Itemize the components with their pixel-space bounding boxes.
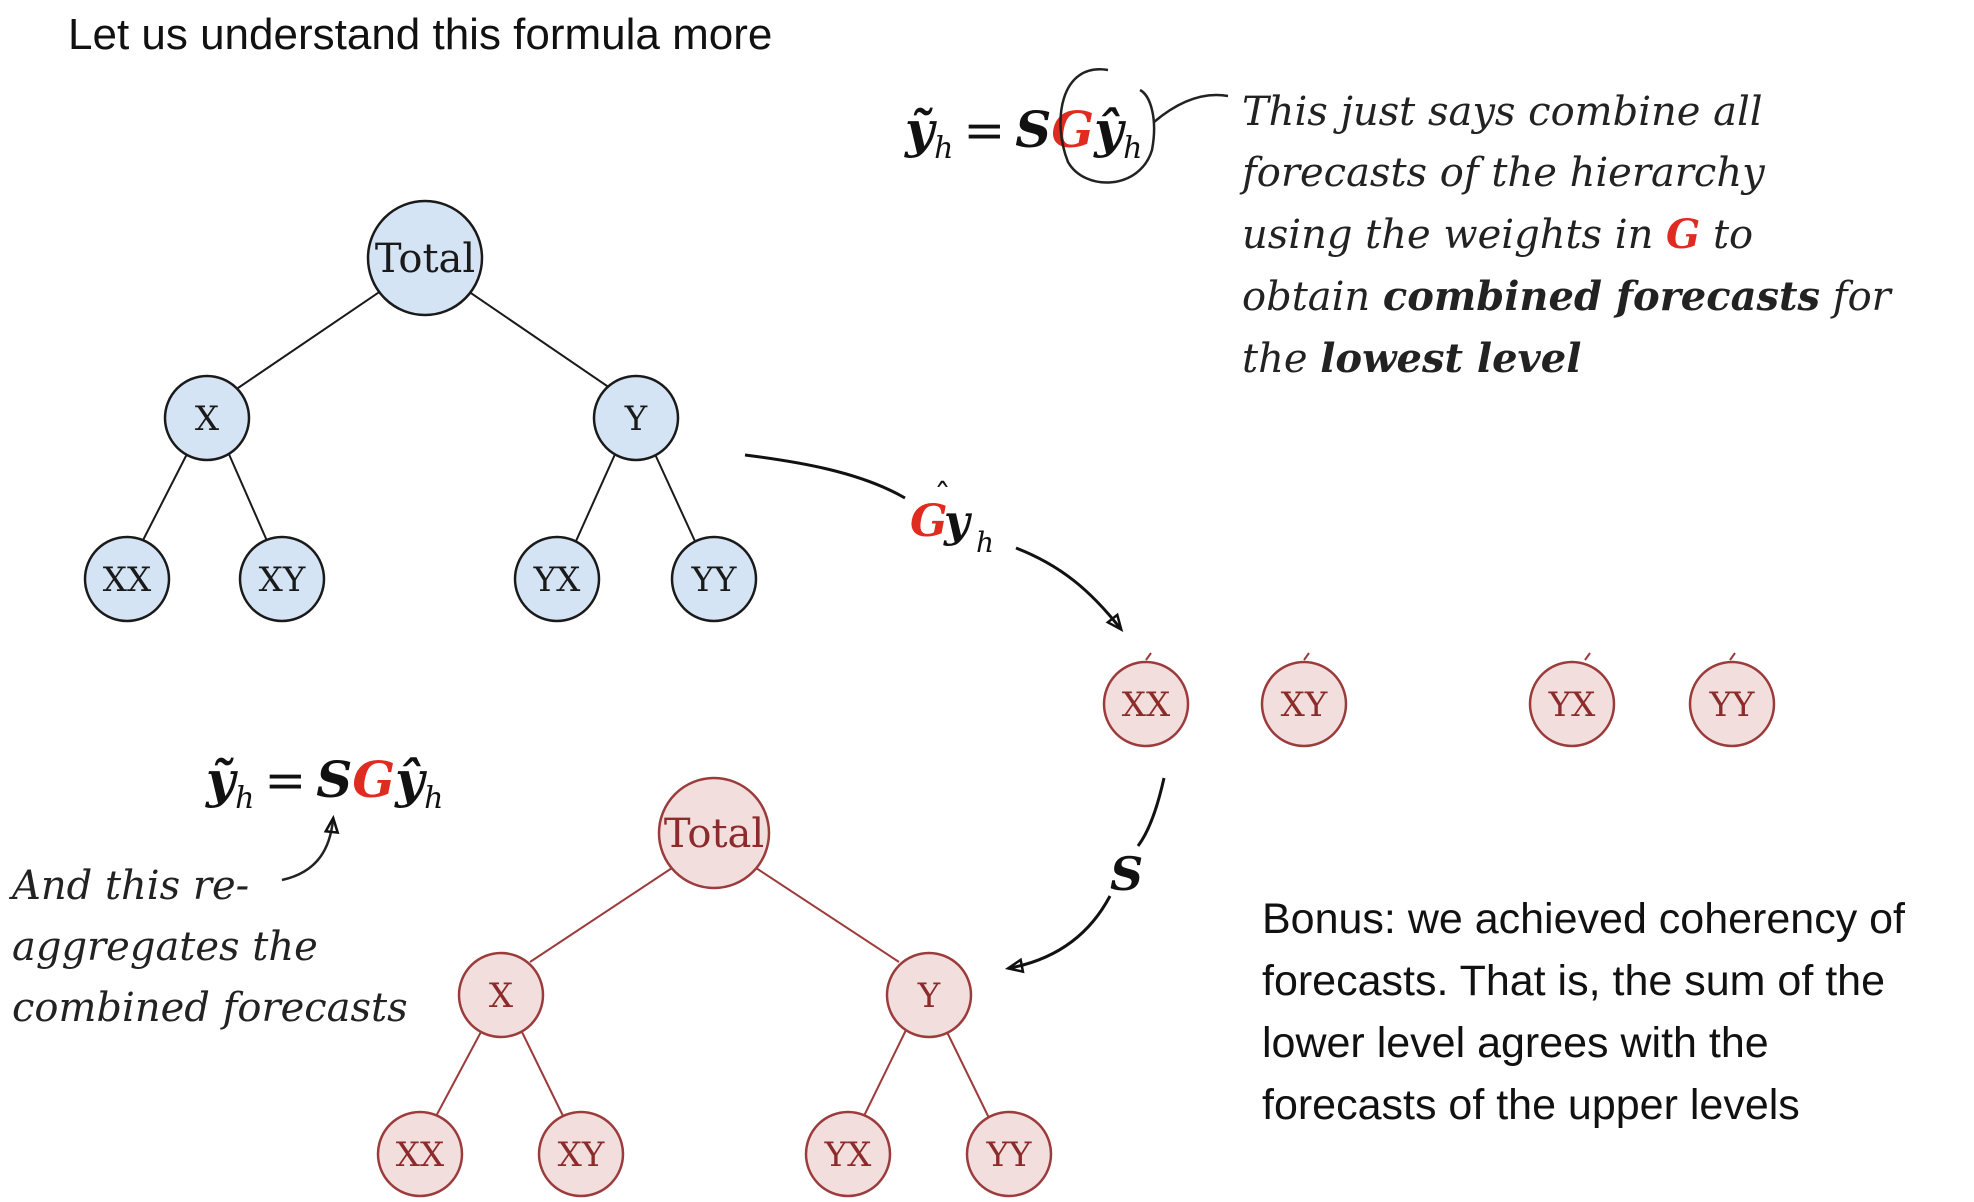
- formula-top-ytilde: ỹh: [905, 100, 954, 166]
- red-node-x: [457, 951, 545, 1039]
- slide-title: Let us understand this formula more: [68, 10, 773, 59]
- row-node-label-yx: YX: [1548, 685, 1596, 725]
- formula-bottom-g: G: [352, 750, 396, 809]
- arrow-label-sub: h: [976, 526, 994, 559]
- arrow-label-g: G: [910, 496, 948, 547]
- red-node-label-y: Y: [917, 976, 941, 1016]
- bonus-text: Bonus: we achieved coherency of forecast…: [1262, 888, 1962, 1136]
- annotation-combine-line-5: the lowest level: [1242, 335, 1582, 382]
- arrow-label-yhat: y: [943, 496, 973, 547]
- bonus-line-4: forecasts of the upper levels: [1262, 1081, 1800, 1129]
- row-node-label-xx: XX: [1122, 685, 1171, 725]
- red-node-label-total: Total: [664, 811, 764, 857]
- row-tick-xx: [1145, 652, 1152, 661]
- bottom-level-row: XX XY YX YY: [1102, 652, 1776, 748]
- red-edge-y-yy: [945, 1029, 991, 1121]
- row-node-label-xy: XY: [1281, 685, 1328, 725]
- formula-top-yhat: ŷh: [1094, 100, 1143, 166]
- bonus-line-2: forecasts. That is, the sum of the: [1262, 957, 1885, 1005]
- formula-bottom-s: S: [316, 750, 353, 809]
- circle-connector: [1153, 93, 1229, 123]
- row-node-xx: [1102, 660, 1190, 748]
- blue-edge-x-xx: [137, 451, 189, 551]
- row-node-yx: [1528, 660, 1616, 748]
- red-edge-y-yx: [861, 1029, 907, 1121]
- arrow-label-s: S: [1110, 847, 1143, 901]
- formula-top-equals: =: [963, 101, 1006, 159]
- annotation-combine-line-2: forecasts of the hierarchy: [1242, 150, 1765, 196]
- blue-node-label-yx: YX: [533, 560, 581, 600]
- red-node-label-xy: XY: [558, 1135, 605, 1175]
- red-node-yy: [965, 1110, 1053, 1198]
- arrow-g-segment-2: [1015, 546, 1124, 633]
- blue-node-yx: [513, 535, 601, 623]
- blue-node-label-x: X: [195, 399, 220, 439]
- annotation-combine-line-4: obtain combined forecasts for: [1242, 273, 1891, 320]
- bonus-line-3: lower level agrees with the: [1262, 1019, 1769, 1067]
- arrow-g-segment-1: [744, 453, 906, 500]
- row-tick-yx: [1584, 652, 1591, 661]
- red-edge-total-x: [529, 867, 673, 963]
- row-node-label-yy: YY: [1709, 685, 1755, 725]
- formula-bottom: ỹh=SGŷh: [206, 750, 444, 816]
- blue-edge-y-yx: [571, 451, 617, 551]
- blue-node-total: [366, 199, 484, 317]
- row-tick-yy: [1729, 652, 1736, 661]
- formula-top: ỹh=SGŷh: [905, 100, 1143, 166]
- formula-bottom-equals: =: [264, 751, 307, 809]
- annotation-combine: This just says combine all forecasts of …: [1242, 82, 1891, 390]
- annotation-reaggregate-line-1: And this re-: [12, 863, 250, 909]
- blue-node-label-xx: XX: [103, 560, 152, 600]
- formula-top-g: G: [1051, 100, 1095, 159]
- red-node-y: [885, 951, 973, 1039]
- blue-edge-x-xy: [227, 451, 272, 551]
- blue-node-label-y: Y: [624, 399, 648, 439]
- red-edge-x-xy: [520, 1029, 566, 1121]
- red-node-yx: [804, 1110, 892, 1198]
- row-node-yy: [1688, 660, 1776, 748]
- arrow-label-hat: ̂: [937, 481, 948, 487]
- blue-node-label-yy: YY: [691, 560, 737, 600]
- blue-node-y: [592, 374, 680, 462]
- blue-node-xy: [238, 535, 326, 623]
- red-edge-x-xx: [433, 1029, 483, 1121]
- formula-bottom-ytilde: ỹh: [206, 750, 255, 816]
- annotation-combine-line-1: This just says combine all: [1242, 89, 1763, 135]
- blue-edge-y-yy: [653, 451, 700, 551]
- blue-node-label-xy: XY: [259, 560, 306, 600]
- red-node-xx: [376, 1110, 464, 1198]
- blue-node-xx: [83, 535, 171, 623]
- annotation-combine-line-3: using the weights in G to: [1242, 211, 1754, 258]
- formula-top-s: S: [1015, 100, 1052, 159]
- row-node-xy: [1260, 660, 1348, 748]
- row-tick-xy: [1303, 652, 1310, 661]
- arrow-s-segment-1: [1136, 777, 1166, 847]
- blue-node-label-total: Total: [375, 236, 475, 282]
- arrow-to-formula: [281, 814, 340, 882]
- annotation-reaggregate-line-2: aggregates the: [12, 924, 318, 970]
- red-node-xy: [537, 1110, 625, 1198]
- formula-bottom-yhat: ŷh: [395, 750, 444, 816]
- red-node-label-yx: YX: [824, 1135, 872, 1175]
- bonus-line-1: Bonus: we achieved coherency of: [1262, 895, 1906, 943]
- red-edge-total-y: [755, 867, 900, 963]
- arrow-s-segment-2: [1004, 895, 1112, 974]
- circle-annotation: [1059, 68, 1156, 184]
- red-node-label-yy: YY: [986, 1135, 1032, 1175]
- annotation-reaggregate-line-3: combined forecasts: [12, 985, 408, 1031]
- blue-node-x: [163, 374, 251, 462]
- annotation-reaggregate: And this re- aggregates the combined for…: [12, 856, 408, 1039]
- red-node-total: [657, 776, 771, 890]
- red-node-label-xx: XX: [396, 1135, 445, 1175]
- blue-node-yy: [670, 535, 758, 623]
- red-node-label-x: X: [489, 976, 514, 1016]
